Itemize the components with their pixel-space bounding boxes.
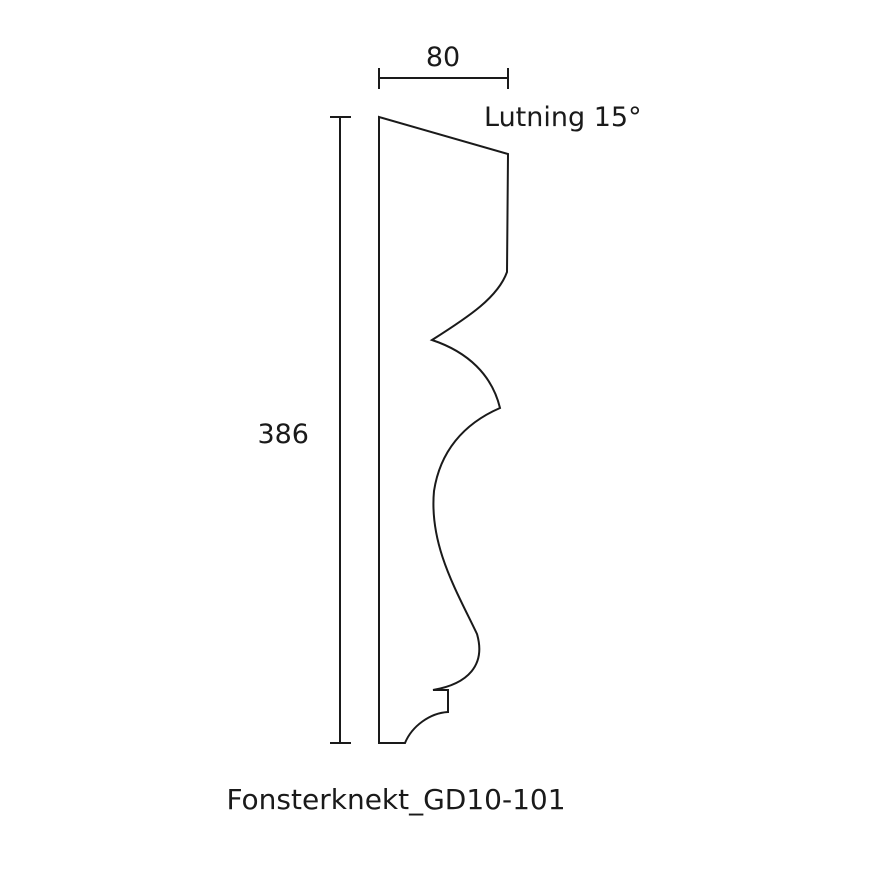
profile-outline-path: [378, 115, 510, 744]
part-title-label: Fonsterknekt_GD10-101: [226, 783, 565, 816]
height-dimension-label: 386: [257, 419, 309, 450]
width-dimension-group: [378, 68, 509, 89]
width-dimension-label: 80: [426, 42, 460, 73]
slope-annotation-label: Lutning 15°: [484, 102, 642, 133]
height-dimension-group: [330, 116, 351, 744]
